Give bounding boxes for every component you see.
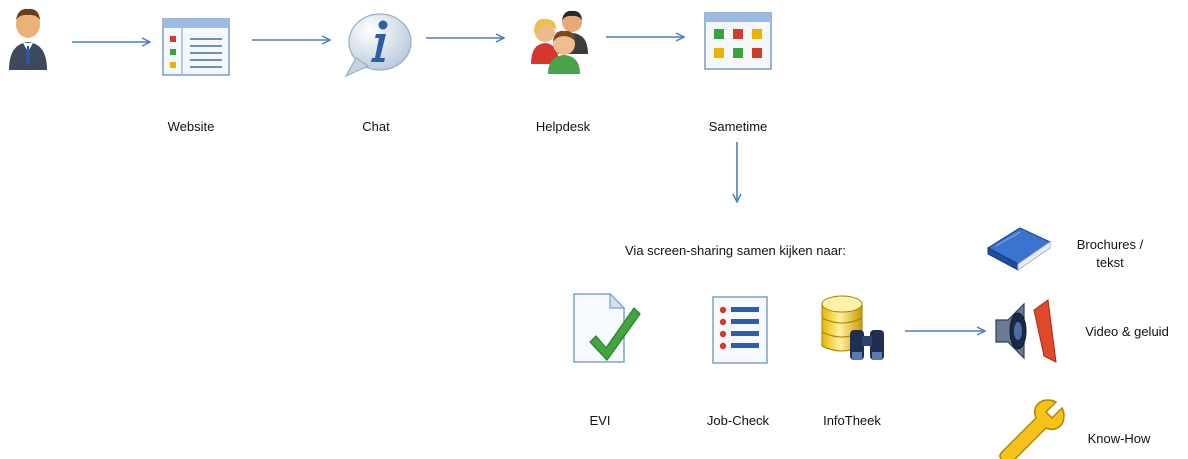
item-label-infotheek: InfoTheek [823, 413, 881, 428]
database-search-icon [818, 292, 892, 366]
item-label-evi: EVI [589, 413, 611, 428]
helpdesk-people-icon [528, 8, 594, 74]
info-chat-bubble-icon [342, 10, 414, 80]
wrench-icon [996, 398, 1066, 459]
resource-label-know-how: Know-How [1087, 431, 1151, 446]
speaker-icon [994, 296, 1058, 366]
website-window-icon [162, 18, 230, 76]
step-label-helpdesk: Helpdesk [535, 119, 591, 134]
checklist-icon [712, 296, 768, 364]
step-label-website: Website [167, 119, 215, 134]
resource-label-brochures-line2: tekst [1096, 255, 1124, 270]
item-label-job-check: Job-Check [706, 413, 770, 428]
user-icon [6, 6, 50, 72]
resource-label-brochures-line1: Brochures / [1076, 237, 1144, 252]
step-label-chat: Chat [362, 119, 390, 134]
document-check-icon [570, 292, 642, 364]
resource-label-video: Video & geluid [1085, 324, 1169, 339]
step-label-sametime: Sametime [708, 119, 768, 134]
book-icon [984, 222, 1054, 272]
screen-sharing-caption: Via screen-sharing samen kijken naar: [625, 243, 846, 258]
sametime-grid-icon [704, 12, 772, 70]
